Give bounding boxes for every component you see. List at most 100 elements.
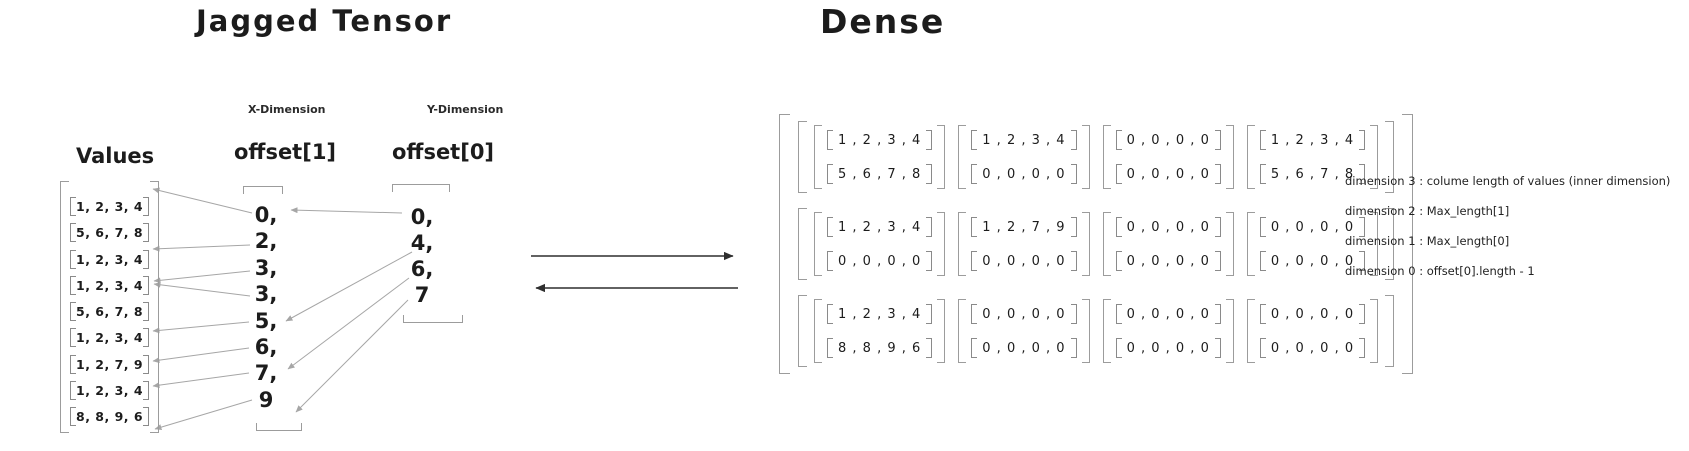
values-row: 1, 2, 3, 4	[70, 380, 150, 401]
bracket-left-icon	[1246, 125, 1255, 189]
offset1-column: 0,2,3,3,5,6,7,9	[244, 202, 288, 413]
bracket-left-icon	[1115, 217, 1122, 237]
bracket-right-icon	[1370, 212, 1379, 276]
bracket-right-icon	[937, 299, 946, 363]
dense-matrix-rows: 1 , 2 , 3 , 4 0 , 0 , 0 , 0	[822, 212, 937, 276]
bracket-left-icon	[60, 181, 69, 433]
offset0-to-offset1-arrow	[287, 277, 410, 370]
dense-vector-values: 0 , 0 , 0 , 0	[1126, 306, 1210, 322]
bracket-right-icon	[1370, 125, 1379, 189]
bracket-left-icon	[827, 217, 833, 237]
dense-vector-values: 0 , 0 , 0 , 0	[1126, 253, 1210, 269]
bracket-right-icon	[1070, 164, 1077, 184]
bracket-right-icon	[143, 380, 150, 400]
values-row-text: 1, 2, 3, 4	[76, 251, 144, 267]
dense-vector: 1 , 2 , 3 , 4	[827, 303, 933, 325]
dense-vector-values: 1 , 2 , 3 , 4	[838, 219, 922, 235]
offset1-to-values-arrow	[153, 281, 251, 297]
dense-vector: 0 , 0 , 0 , 0	[1115, 303, 1221, 325]
bracket-left-icon	[1246, 212, 1255, 276]
offset1-to-values-arrow	[152, 187, 253, 214]
offset1-value: 3,	[254, 255, 278, 280]
offset0-column-label: offset[0]	[392, 140, 495, 164]
bracket-right-icon	[1070, 217, 1077, 237]
values-row-text: 1, 2, 7, 9	[76, 356, 144, 372]
bracket-right-icon	[1214, 304, 1221, 324]
values-row-text: 1, 2, 3, 4	[76, 199, 144, 214]
offset0-value: 7	[414, 283, 430, 307]
bracket-right-icon	[143, 223, 150, 243]
values-row-text: 1, 2, 3, 4	[76, 382, 144, 398]
dense-vector-values: 0 , 0 , 0 , 0	[1270, 306, 1355, 322]
dense-vector: 0 , 0 , 0 , 0	[1259, 250, 1366, 272]
bracket-left-icon	[70, 407, 76, 426]
offset1-column-label: offset[1]	[234, 140, 337, 164]
offset1-value: 3,	[254, 282, 278, 307]
dense-matrix: 0 , 0 , 0 , 0 0 , 0 , 0 , 0	[1246, 299, 1379, 363]
bracket-left-icon	[1259, 130, 1266, 150]
bracket-right-icon	[926, 304, 933, 324]
dense-vector: 5 , 6 , 7 , 8	[1259, 163, 1366, 185]
dense-vector-values: 0 , 0 , 0 , 0	[1126, 132, 1210, 148]
dense-vector-values: 1 , 2 , 3 , 4	[982, 132, 1066, 148]
bracket-left-icon	[958, 299, 967, 363]
bracket-right-icon	[1214, 217, 1221, 237]
bracket-left-icon	[70, 354, 76, 374]
offset0-value: 6,	[410, 257, 434, 281]
bracket-right-icon	[1359, 251, 1366, 271]
bracket-right-icon	[937, 125, 946, 189]
dense-vector: 0 , 0 , 0 , 0	[1259, 303, 1366, 325]
bracket-left-icon	[70, 302, 76, 321]
dense-matrix-rows: 1 , 2 , 3 , 4 8 , 8 , 9 , 6	[822, 299, 937, 363]
bracket-right-icon	[926, 130, 933, 150]
bracket-right-icon	[143, 275, 150, 295]
dense-vector-values: 8 , 8 , 9 , 6	[838, 340, 922, 356]
offset1-top-bracket-icon	[243, 186, 283, 194]
bracket-right-icon	[143, 407, 150, 426]
bracket-left-icon	[798, 121, 807, 193]
dense-vector: 0 , 0 , 0 , 0	[1115, 216, 1221, 238]
dense-vector-values: 0 , 0 , 0 , 0	[1126, 340, 1210, 356]
values-row-text: 1, 2, 3, 4	[76, 330, 144, 346]
values-row-text: 5, 6, 7, 8	[76, 304, 144, 319]
values-row-text: 1, 2, 3, 4	[76, 277, 144, 293]
dense-matrix: 1 , 2 , 3 , 4 0 , 0 , 0 , 0	[814, 212, 946, 276]
dense-vector-values: 0 , 0 , 0 , 0	[1270, 253, 1355, 269]
dense-vector-values: 0 , 0 , 0 , 0	[1126, 219, 1210, 235]
dense-vector: 0 , 0 , 0 , 0	[1259, 337, 1366, 359]
dimension-annotation: dimension 2 : Max_length[1]	[1345, 204, 1510, 218]
bracket-left-icon	[1115, 338, 1122, 358]
bracket-left-icon	[1259, 304, 1266, 324]
bracket-left-icon	[798, 295, 807, 367]
bracket-left-icon	[971, 338, 978, 358]
dense-vector: 0 , 0 , 0 , 0	[827, 250, 933, 272]
dense-vector-values: 0 , 0 , 0 , 0	[1270, 219, 1355, 235]
bracket-right-icon	[1081, 125, 1090, 189]
bracket-left-icon	[1102, 212, 1111, 276]
dense-vector-values: 5 , 6 , 7 , 8	[1270, 166, 1355, 182]
bracket-right-icon	[1385, 121, 1395, 193]
dense-vector-values: 1 , 2 , 3 , 4	[838, 132, 922, 148]
bracket-left-icon	[827, 251, 833, 271]
bracket-right-icon	[1214, 338, 1221, 358]
bracket-right-icon	[1070, 251, 1077, 271]
dense-vector: 1 , 2 , 3 , 4	[827, 129, 933, 151]
bracket-right-icon	[143, 354, 150, 374]
dense-matrix: 0 , 0 , 0 , 0 0 , 0 , 0 , 0	[1102, 299, 1234, 363]
values-column: 1, 2, 3, 4 5, 6, 7, 8 1, 2, 3, 4 1, 2, 3, 4…	[60, 181, 160, 433]
dense-vector-values: 0 , 0 , 0 , 0	[982, 340, 1066, 356]
bracket-right-icon	[1402, 114, 1414, 374]
bracket-left-icon	[1115, 130, 1122, 150]
bracket-left-icon	[814, 299, 822, 363]
